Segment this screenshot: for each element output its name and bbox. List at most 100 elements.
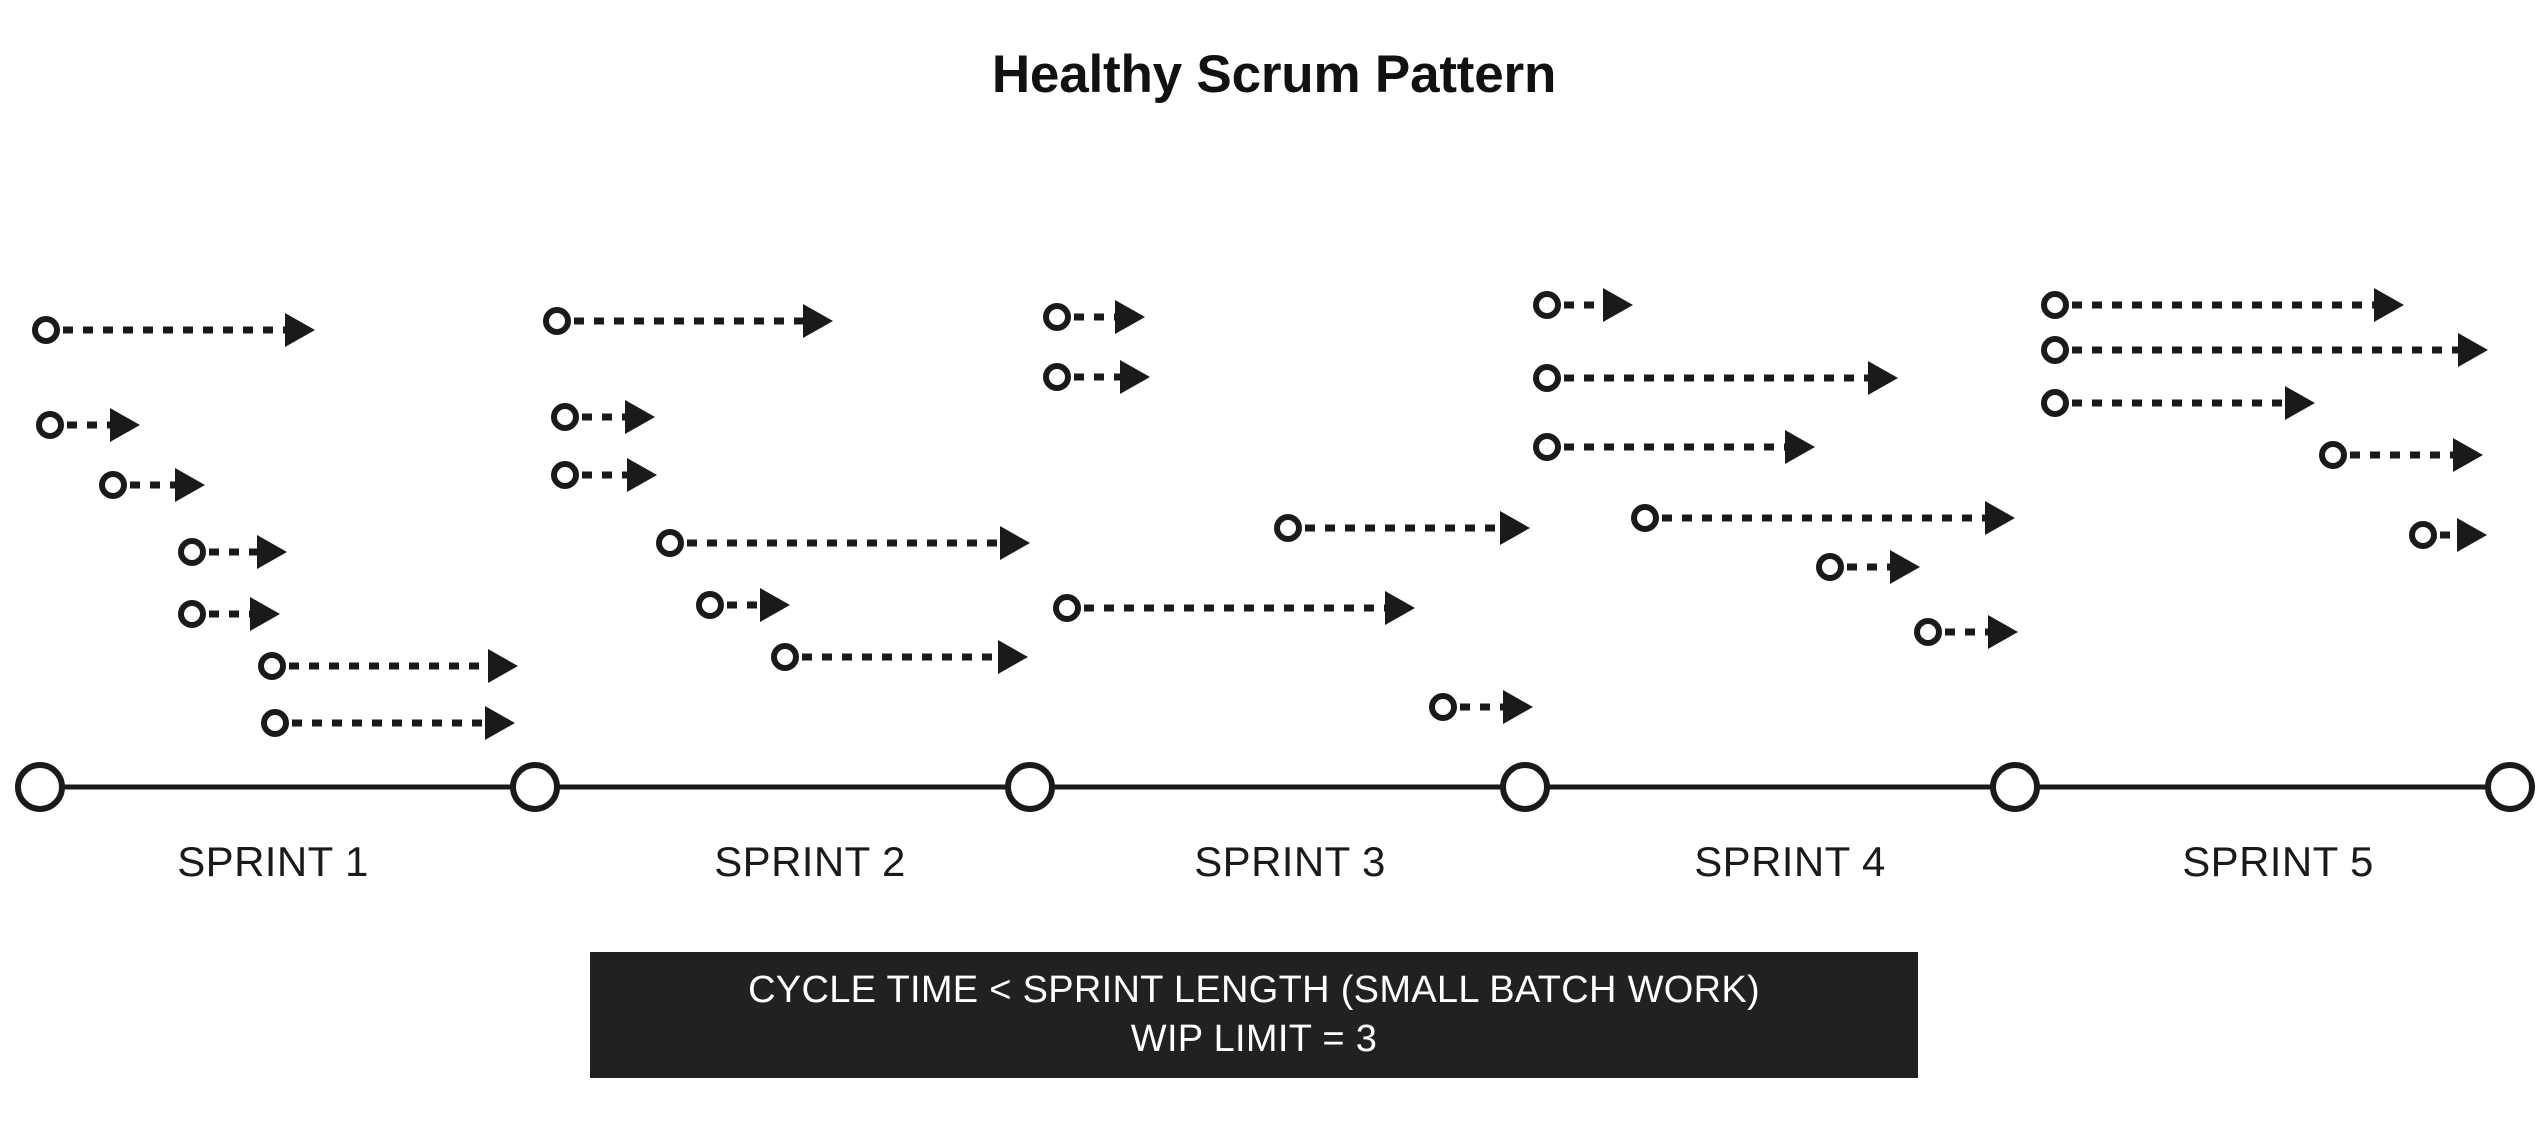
- work-item-arrowhead-icon: [285, 313, 315, 347]
- work-item-arrow: [1053, 591, 1415, 625]
- sprint-boundary-node[interactable]: [2485, 762, 2535, 812]
- work-item-start-circle-icon: [261, 709, 289, 737]
- work-item-start-circle-icon: [258, 652, 286, 680]
- work-item-arrowhead-icon: [2457, 518, 2487, 552]
- work-item-arrowhead-icon: [2285, 386, 2315, 420]
- sprint-label-2: SPRINT 2: [714, 838, 906, 885]
- work-item-arrowhead-icon: [1503, 690, 1533, 724]
- work-item-start-circle-icon: [1043, 303, 1071, 331]
- work-item-start-circle-icon: [99, 471, 127, 499]
- work-item-start-circle-icon: [2409, 521, 2437, 549]
- work-item-arrow: [1631, 501, 2015, 535]
- work-item-arrow: [771, 640, 1028, 674]
- work-item-arrowhead-icon: [625, 400, 655, 434]
- work-item-arrow: [2041, 386, 2315, 420]
- work-item-start-circle-icon: [36, 411, 64, 439]
- sprint-label-5: SPRINT 5: [2182, 838, 2374, 885]
- work-item-arrowhead-icon: [760, 588, 790, 622]
- work-item-arrowhead-icon: [2458, 333, 2488, 367]
- sprint-boundary-node[interactable]: [510, 762, 560, 812]
- work-item-arrowhead-icon: [485, 706, 515, 740]
- work-item-arrow: [1914, 615, 2018, 649]
- work-item-arrowhead-icon: [1890, 550, 1920, 584]
- work-item-arrow: [178, 535, 287, 569]
- work-item-start-circle-icon: [1816, 553, 1844, 581]
- work-item-arrow: [551, 458, 657, 492]
- banner-line-cycle-time: CYCLE TIME < SPRINT LENGTH (SMALL BATCH …: [748, 969, 1760, 1012]
- work-item-arrow: [1533, 430, 1815, 464]
- work-item-arrowhead-icon: [110, 408, 140, 442]
- work-item-arrow: [1533, 361, 1898, 395]
- sprint-label-1: SPRINT 1: [177, 838, 369, 885]
- work-item-arrow: [36, 408, 140, 442]
- work-item-start-circle-icon: [2041, 336, 2069, 364]
- work-item-arrow: [1043, 300, 1145, 334]
- work-item-start-circle-icon: [1053, 594, 1081, 622]
- work-item-arrowhead-icon: [627, 458, 657, 492]
- callout-banner: CYCLE TIME < SPRINT LENGTH (SMALL BATCH …: [590, 952, 1918, 1078]
- work-item-arrowhead-icon: [1120, 360, 1150, 394]
- sprint-boundary-node[interactable]: [1005, 762, 1055, 812]
- work-item-arrowhead-icon: [1785, 430, 1815, 464]
- work-item-arrow: [1429, 690, 1533, 724]
- work-item-start-circle-icon: [696, 591, 724, 619]
- sprint-boundary-node[interactable]: [15, 762, 65, 812]
- work-item-start-circle-icon: [178, 538, 206, 566]
- work-item-start-circle-icon: [771, 643, 799, 671]
- sprint-boundary-node[interactable]: [1990, 762, 2040, 812]
- work-item-arrow: [2319, 438, 2483, 472]
- work-item-start-circle-icon: [656, 529, 684, 557]
- work-item-arrowhead-icon: [1385, 591, 1415, 625]
- work-item-start-circle-icon: [2041, 389, 2069, 417]
- work-item-start-circle-icon: [551, 403, 579, 431]
- banner-line-wip-limit: WIP LIMIT = 3: [1130, 1018, 1378, 1060]
- work-item-arrowhead-icon: [1988, 615, 2018, 649]
- work-item-arrowhead-icon: [1500, 511, 1530, 545]
- work-item-arrowhead-icon: [488, 649, 518, 683]
- work-item-arrowhead-icon: [175, 468, 205, 502]
- work-item-start-circle-icon: [2319, 441, 2347, 469]
- work-item-arrow: [1043, 360, 1150, 394]
- work-item-arrow: [1274, 511, 1530, 545]
- work-item-arrowhead-icon: [1985, 501, 2015, 535]
- work-item-arrows: [32, 288, 2488, 740]
- sprint-boundary-node[interactable]: [1500, 762, 1550, 812]
- work-item-arrow: [1816, 550, 1920, 584]
- work-item-start-circle-icon: [2041, 291, 2069, 319]
- work-item-arrowhead-icon: [998, 640, 1028, 674]
- work-item-start-circle-icon: [1533, 364, 1561, 392]
- work-item-arrow: [178, 597, 280, 631]
- sprint-timeline: [15, 762, 2535, 812]
- work-item-arrow: [551, 400, 655, 434]
- work-item-arrowhead-icon: [250, 597, 280, 631]
- work-item-arrowhead-icon: [2374, 288, 2404, 322]
- work-item-start-circle-icon: [551, 461, 579, 489]
- work-item-arrow: [696, 588, 790, 622]
- work-item-start-circle-icon: [1533, 291, 1561, 319]
- work-item-start-circle-icon: [32, 316, 60, 344]
- work-item-arrowhead-icon: [803, 304, 833, 338]
- work-item-arrow: [2041, 288, 2404, 322]
- work-item-start-circle-icon: [1914, 618, 1942, 646]
- sprint-label-4: SPRINT 4: [1694, 838, 1886, 885]
- work-item-arrowhead-icon: [257, 535, 287, 569]
- work-item-arrow: [543, 304, 833, 338]
- work-item-arrow: [1533, 288, 1633, 322]
- work-item-arrowhead-icon: [1115, 300, 1145, 334]
- page-title: Healthy Scrum Pattern: [991, 45, 1557, 104]
- work-item-start-circle-icon: [1429, 693, 1457, 721]
- work-item-start-circle-icon: [1274, 514, 1302, 542]
- work-item-start-circle-icon: [543, 307, 571, 335]
- work-item-start-circle-icon: [1533, 433, 1561, 461]
- work-item-arrow: [258, 649, 518, 683]
- work-item-arrowhead-icon: [1603, 288, 1633, 322]
- work-item-arrow: [261, 706, 515, 740]
- work-item-arrow: [656, 526, 1030, 560]
- work-item-arrowhead-icon: [1868, 361, 1898, 395]
- work-item-arrowhead-icon: [2453, 438, 2483, 472]
- work-item-start-circle-icon: [178, 600, 206, 628]
- work-item-arrow: [32, 313, 315, 347]
- work-item-arrowhead-icon: [1000, 526, 1030, 560]
